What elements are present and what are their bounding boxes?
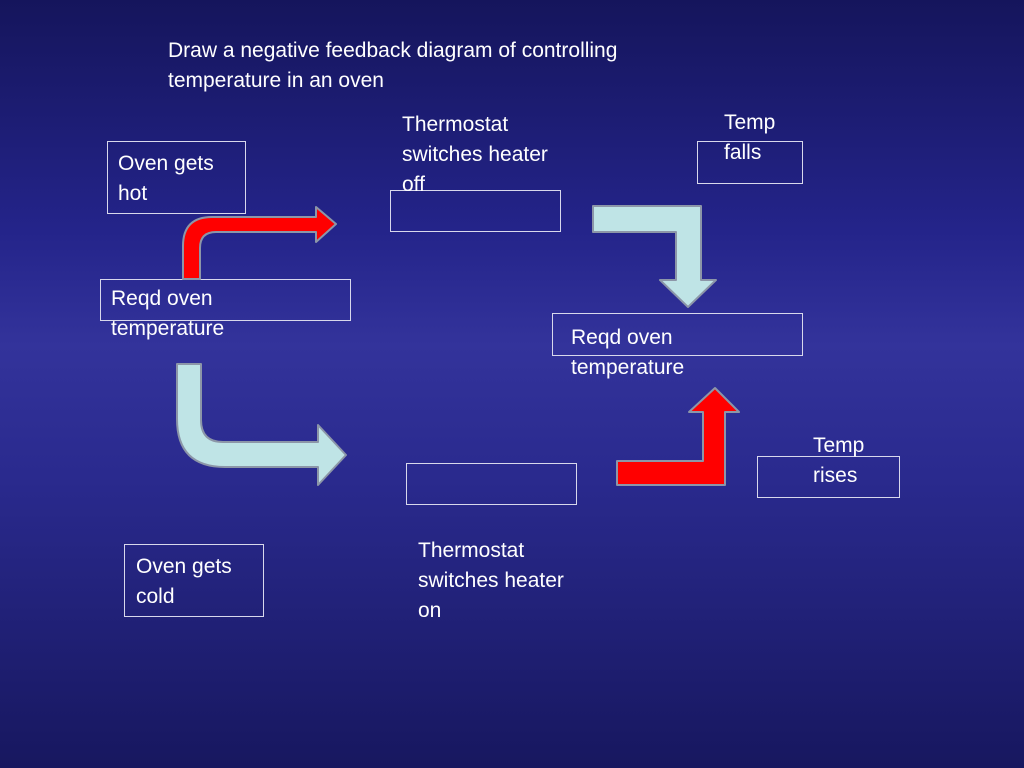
- label-temp-rises: Temp rises: [813, 434, 865, 487]
- oven-gets-hot-box: [107, 141, 246, 214]
- label-oven-gets-hot: Oven gets hot: [118, 152, 214, 205]
- label-reqd-temp-left: Reqd oven temperature: [111, 287, 225, 340]
- hot-arrow-up-right-icon: [182, 206, 337, 280]
- cold-arrow-down-icon: [592, 205, 717, 308]
- oven-gets-cold-box: [124, 544, 264, 617]
- hot-arrow-right-up-icon: [616, 387, 740, 486]
- label-thermostat-off: Thermostat switches heater off: [402, 113, 548, 196]
- temp-rises-box: [757, 456, 900, 498]
- label-thermostat-on: Thermostat switches heater on: [418, 539, 564, 622]
- temp-falls-box: [697, 141, 803, 184]
- label-oven-gets-cold: Oven gets cold: [136, 555, 232, 608]
- thermostat-on-answer-box[interactable]: [406, 463, 577, 505]
- thermostat-off-answer-box[interactable]: [390, 190, 561, 232]
- reqd-temp-left-box: [100, 279, 351, 321]
- reqd-temp-right-box: [552, 313, 803, 356]
- label-temp-falls: Temp falls: [724, 111, 776, 164]
- label-reqd-temp-right: Reqd oven temperature: [571, 326, 685, 379]
- cold-arrow-down-right-icon: [176, 363, 347, 486]
- slide-instruction: Draw a negative feedback diagram of cont…: [168, 39, 618, 92]
